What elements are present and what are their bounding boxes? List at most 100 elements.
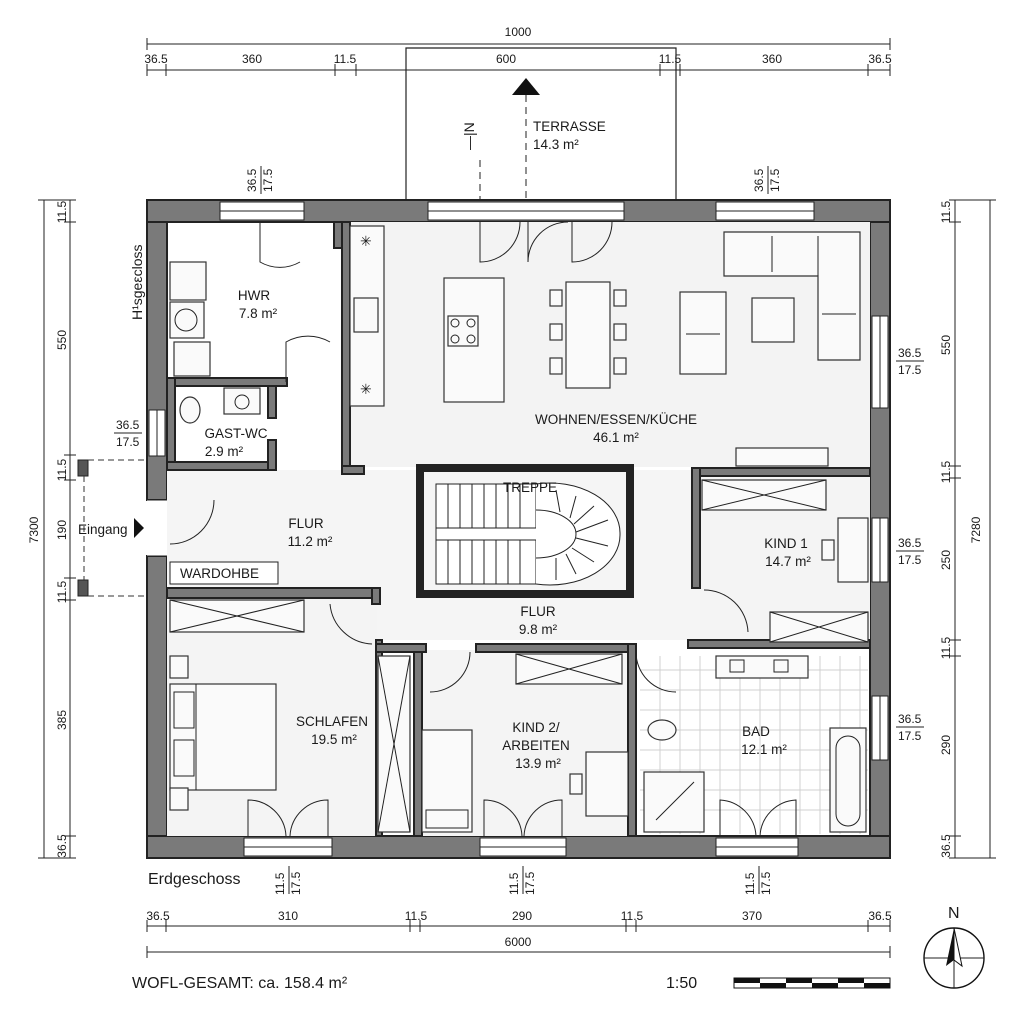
kind2-area: 13.9 m² bbox=[515, 756, 561, 771]
tv-board bbox=[735, 447, 829, 467]
toilet-icon bbox=[179, 396, 201, 424]
svg-text:17.5: 17.5 bbox=[116, 435, 140, 449]
sofa bbox=[723, 231, 861, 361]
scale-bar bbox=[733, 977, 891, 989]
terrasse-area: 14.3 m² bbox=[533, 137, 579, 152]
svg-text:N: N bbox=[948, 905, 960, 922]
interior-walls bbox=[166, 221, 871, 837]
svg-text:36.5: 36.5 bbox=[898, 346, 922, 360]
cooktop-icon bbox=[447, 315, 479, 347]
svg-text:36.5: 36.5 bbox=[898, 536, 922, 550]
schlafen-area: 19.5 m² bbox=[311, 732, 357, 747]
window-dim-left: 36.5 17.5 bbox=[114, 418, 142, 449]
wardrobe-label: WARDOHBE bbox=[169, 561, 279, 585]
kind1-desk bbox=[837, 517, 869, 583]
flur1-name: FLUR bbox=[288, 516, 324, 531]
svg-text:17.5: 17.5 bbox=[768, 168, 782, 192]
top-dim-4: 600 bbox=[496, 52, 516, 66]
window-dims-bottom: 11.5 17.5 11.5 17.5 11.5 17.5 bbox=[273, 866, 773, 895]
svg-text:36.5: 36.5 bbox=[55, 834, 69, 858]
svg-text:17.5: 17.5 bbox=[289, 871, 303, 895]
top-dim-7: 36.5 bbox=[868, 52, 892, 66]
kind1-area: 14.7 m² bbox=[765, 554, 811, 569]
kind2-bed bbox=[421, 729, 473, 833]
svg-text:11.5: 11.5 bbox=[939, 636, 953, 659]
flur1-area: 11.2 m² bbox=[288, 534, 333, 549]
scale-label: 1:50 bbox=[666, 975, 697, 992]
total-area: WOFL-GESAMT: ca. 158.4 m² bbox=[132, 975, 348, 992]
flur2-name: FLUR bbox=[520, 604, 556, 619]
svg-text:36.5: 36.5 bbox=[245, 168, 259, 192]
north-arrow-mark: —|N bbox=[461, 122, 477, 150]
wc-sink-icon bbox=[223, 387, 261, 415]
schlafen-name: SCHLAFEN bbox=[296, 714, 368, 729]
top-total-dim: 1000 bbox=[505, 25, 532, 39]
svg-text:11.5: 11.5 bbox=[55, 200, 69, 223]
bottom-dimension-chain: 36.5 310 11.5 290 11.5 370 36.5 6000 bbox=[146, 909, 892, 958]
top-dim-6: 360 bbox=[762, 52, 782, 66]
kind2-desk bbox=[585, 751, 629, 817]
svg-text:11.5: 11.5 bbox=[507, 872, 521, 895]
kind1-name: KIND 1 bbox=[764, 536, 808, 551]
svg-text:11.5: 11.5 bbox=[273, 872, 287, 895]
floor-label: Erdgeschoss bbox=[148, 871, 241, 888]
svg-text:36.5: 36.5 bbox=[868, 909, 892, 923]
svg-text:385: 385 bbox=[55, 710, 69, 730]
svg-text:11.5: 11.5 bbox=[743, 872, 757, 895]
kind2-name: KIND 2/ bbox=[512, 720, 560, 735]
top-dim-2: 360 bbox=[242, 52, 262, 66]
right-dimension-chain: 7280 11.5 550 11.5 250 11.5 290 36.5 bbox=[939, 199, 996, 859]
bathtub-icon bbox=[829, 727, 867, 833]
doors bbox=[169, 221, 797, 837]
treppe-name: TREPPE bbox=[503, 480, 557, 495]
hwr-area: 7.8 m² bbox=[239, 306, 278, 321]
svg-text:550: 550 bbox=[55, 330, 69, 350]
svg-text:36.5: 36.5 bbox=[898, 712, 922, 726]
room-labels: HWR 7.8 m² GAST-WC 2.9 m² WOHNEN/ESSEN/K… bbox=[205, 288, 812, 771]
kitchen-sink-icon bbox=[353, 297, 379, 333]
svg-text:370: 370 bbox=[742, 909, 762, 923]
flur2-area: 9.8 m² bbox=[519, 622, 558, 637]
bad-area: 12.1 m² bbox=[741, 742, 787, 757]
wohnen-area: 46.1 m² bbox=[593, 430, 639, 445]
svg-text:WARDOHBE: WARDOHBE bbox=[180, 566, 259, 581]
right-total-dim: 7280 bbox=[969, 516, 983, 543]
svg-text:17.5: 17.5 bbox=[898, 553, 922, 567]
entrance-arrow-icon bbox=[134, 518, 144, 538]
bad-name: BAD bbox=[742, 724, 770, 739]
entrance: Eingang bbox=[77, 459, 147, 597]
north-arrow-icon: N bbox=[923, 905, 985, 989]
double-bed bbox=[169, 683, 277, 791]
gast-wc-area: 2.9 m² bbox=[205, 444, 244, 459]
svg-text:250: 250 bbox=[939, 550, 953, 570]
terrasse-arrow-icon bbox=[512, 78, 540, 95]
svg-text:11.5: 11.5 bbox=[55, 458, 69, 481]
staircase bbox=[435, 482, 621, 586]
svg-text:290: 290 bbox=[512, 909, 532, 923]
svg-text:36.5: 36.5 bbox=[146, 909, 170, 923]
terrasse-name: TERRASSE bbox=[533, 119, 606, 134]
left-dimension-chain: 7300 11.5 550 11.5 190 11.5 385 36.5 bbox=[27, 199, 76, 859]
svg-text:✳: ✳ bbox=[360, 381, 372, 397]
wohnen-name: WOHNEN/ESSEN/KÜCHE bbox=[535, 412, 697, 427]
svg-text:11.5: 11.5 bbox=[405, 909, 428, 923]
top-dim-1: 36.5 bbox=[144, 52, 168, 66]
svg-text:11.5: 11.5 bbox=[939, 200, 953, 223]
top-dim-5: 11.5 bbox=[659, 52, 682, 66]
svg-text:17.5: 17.5 bbox=[898, 729, 922, 743]
svg-text:17.5: 17.5 bbox=[898, 363, 922, 377]
terrasse: —|N TERRASSE 14.3 m² bbox=[405, 47, 677, 200]
svg-text:17.5: 17.5 bbox=[261, 168, 275, 192]
dining-table bbox=[565, 281, 611, 389]
kind2-name2: ARBEITEN bbox=[502, 738, 570, 753]
top-dimension-chain: 1000 36.5 360 11.5 600 11.5 360 36.5 bbox=[144, 25, 892, 76]
bottom-total-dim: 6000 bbox=[505, 935, 532, 949]
bad-toilet-icon bbox=[647, 719, 677, 741]
svg-text:17.5: 17.5 bbox=[523, 871, 537, 895]
entrance-label: Eingang bbox=[78, 522, 128, 537]
top-dim-3: 11.5 bbox=[334, 52, 357, 66]
stove-mark-icon: ✳ bbox=[360, 233, 372, 249]
svg-text:550: 550 bbox=[939, 335, 953, 355]
coffee-table bbox=[751, 297, 795, 343]
